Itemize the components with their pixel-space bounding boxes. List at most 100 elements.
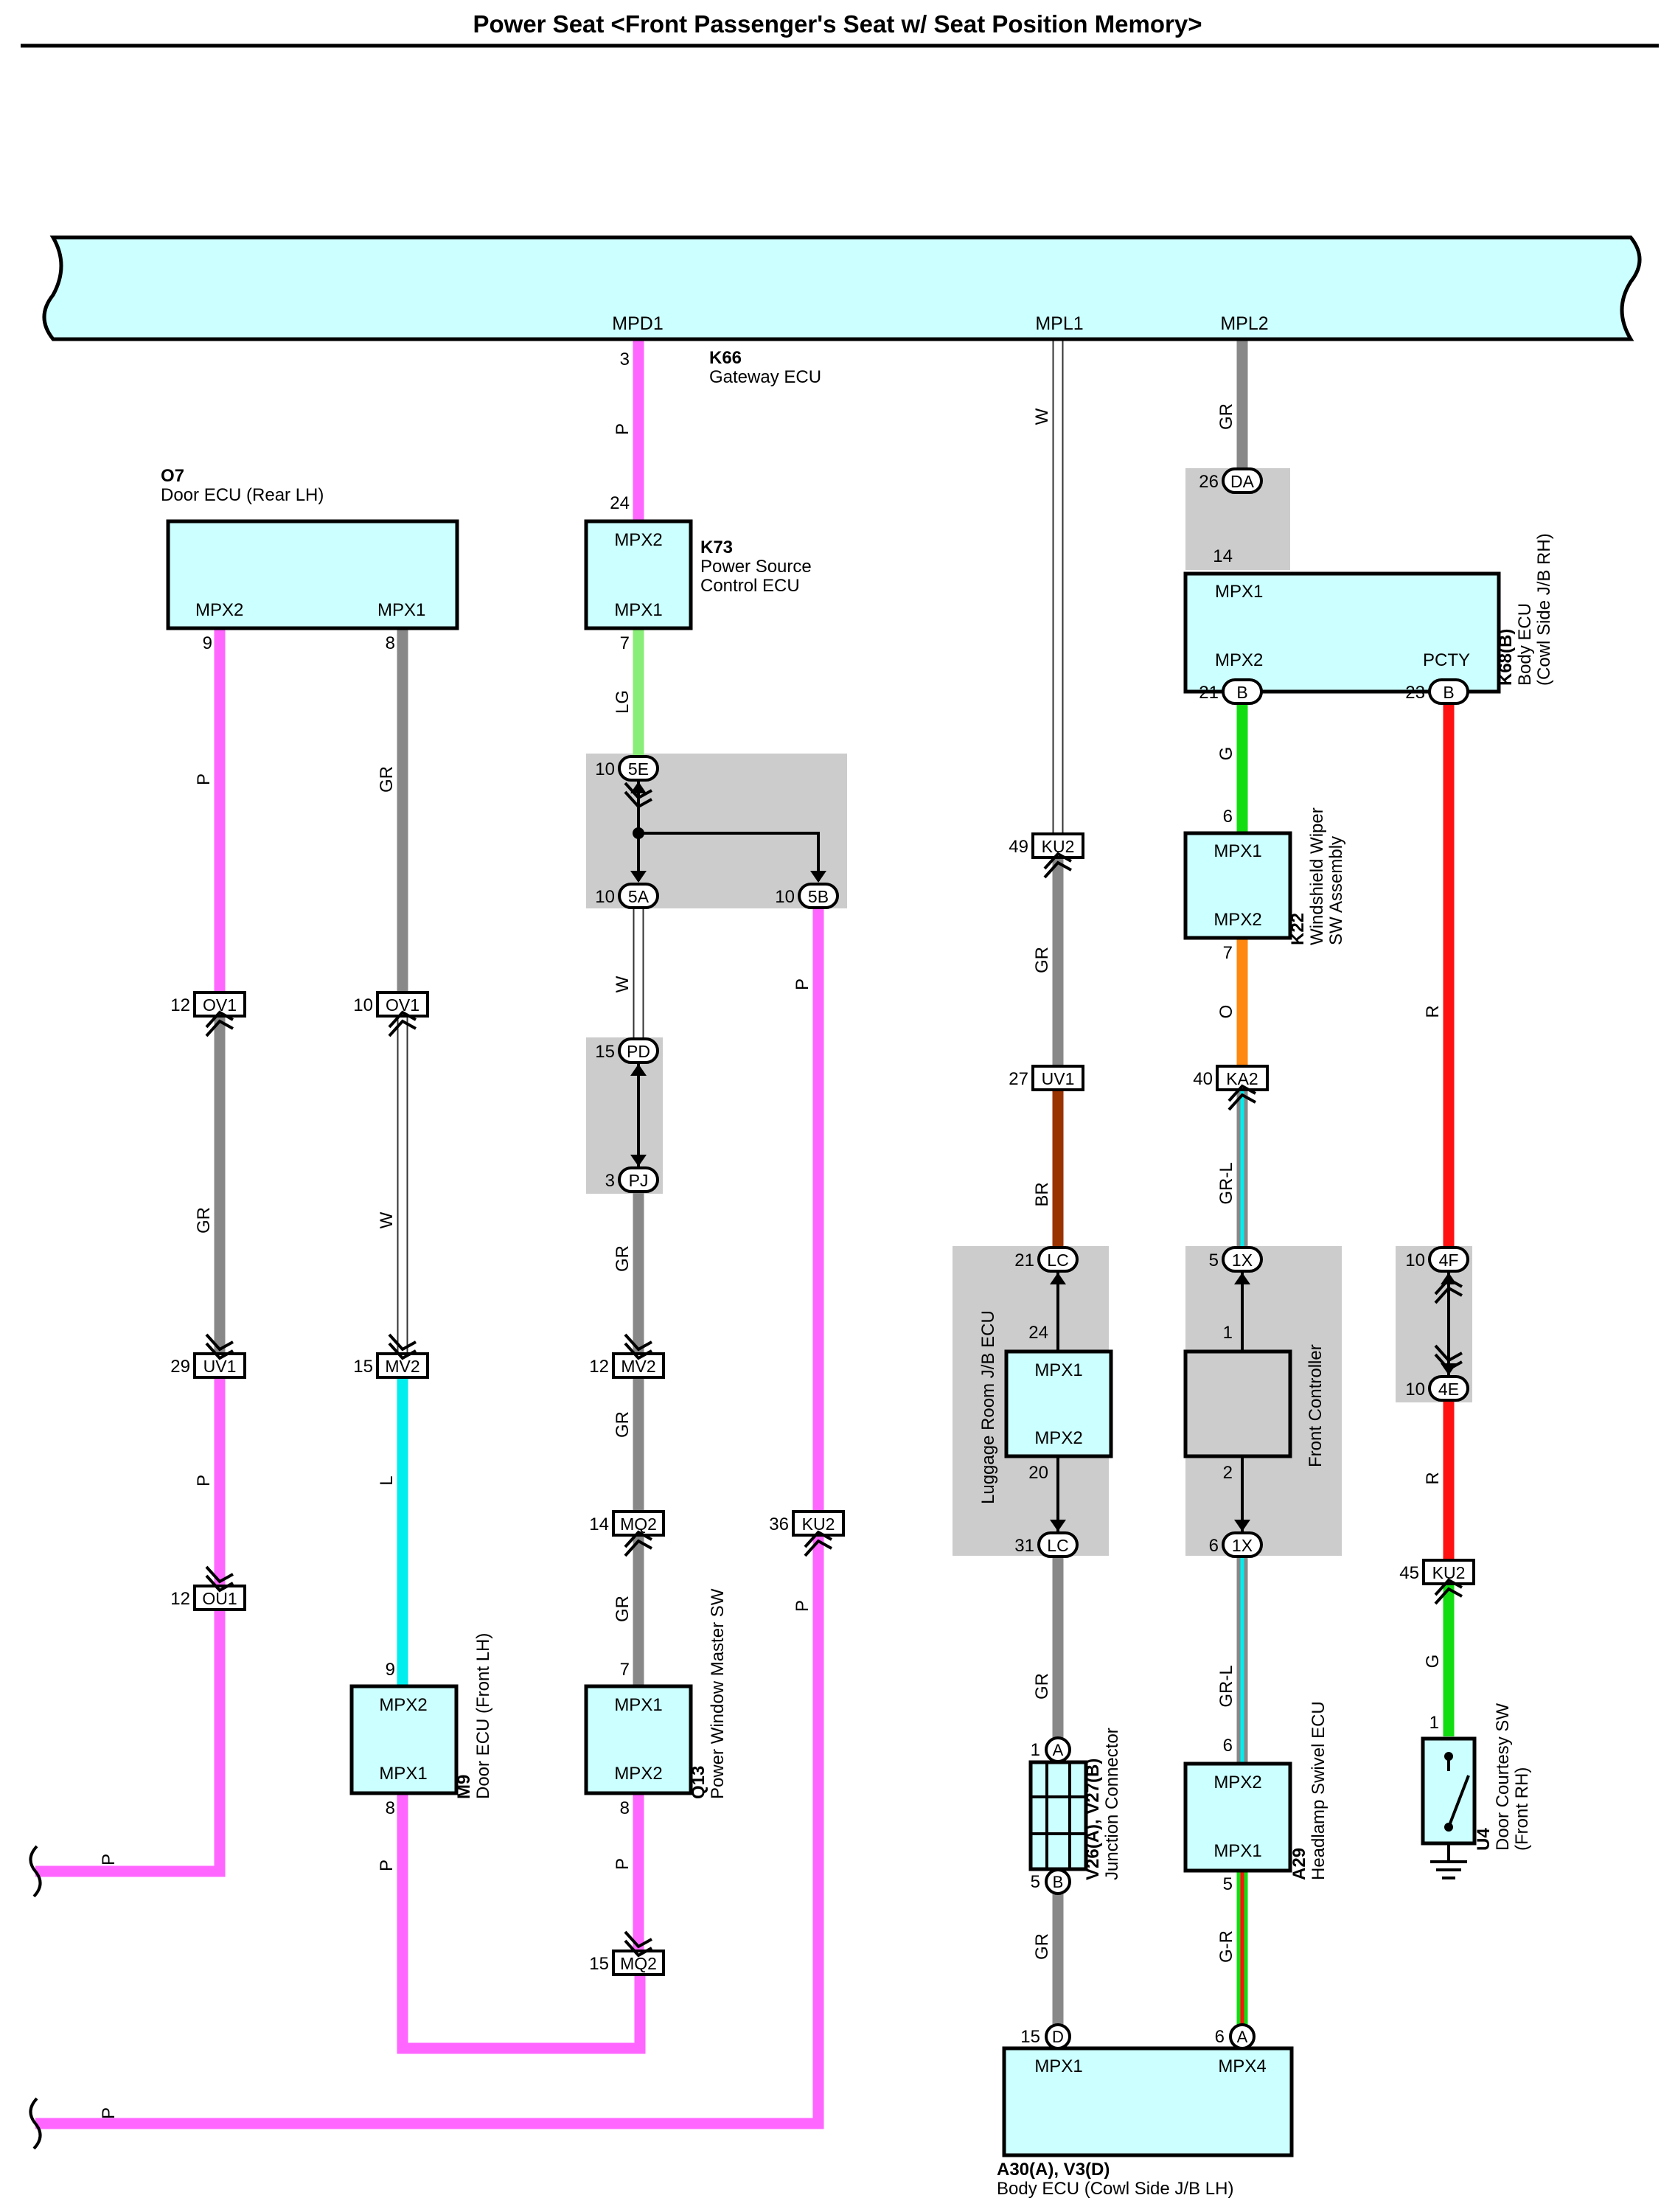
wire-color-label: GR [613, 1245, 633, 1272]
connector-arrow-icon [810, 871, 826, 883]
connector-arrow-icon [624, 790, 652, 809]
pin-number: 23 [1405, 683, 1425, 703]
connector-code: 4F [1439, 1251, 1459, 1270]
wire-color-label: P [194, 773, 214, 785]
connector-arrow-icon [1234, 1273, 1250, 1284]
connector-arrow-icon [388, 1010, 417, 1029]
connector-oval [618, 883, 659, 909]
connector-arrow-icon [205, 1565, 234, 1584]
pin-number: 5 [1209, 1251, 1219, 1270]
component-label: (Cowl Side J/B RH) [1534, 533, 1554, 686]
connector-arrow-icon [1043, 860, 1072, 879]
wire-color-label: O [1216, 1005, 1236, 1019]
connector-code: B [1443, 683, 1454, 702]
component-label: (Front RH) [1512, 1767, 1532, 1851]
wire-color-label: G-R [1216, 1930, 1236, 1963]
gateway-bus [42, 235, 1642, 341]
pin-number: 10 [1405, 1251, 1425, 1270]
connector-arrow-icon [1434, 1344, 1463, 1363]
pin-number: 20 [1028, 1463, 1048, 1483]
wire-color-label: GR [1216, 403, 1236, 430]
component-label: Door ECU (Front LH) [473, 1633, 493, 1799]
connector-arrow-icon [205, 1333, 234, 1352]
wire-color-label: L [377, 1475, 397, 1485]
pin-number: 31 [1014, 1536, 1034, 1556]
connector-code: KU2 [802, 1514, 835, 1534]
connector-circle [1045, 2023, 1071, 2050]
connector-circle [1045, 1868, 1071, 1895]
connector-arrow-icon [630, 871, 647, 883]
component-label: K73 [700, 538, 733, 557]
connector-code: MQ2 [620, 1514, 657, 1534]
pin-number: 10 [353, 995, 373, 1015]
connector-arrow-icon [1434, 1587, 1463, 1605]
component-pin: MPX2 [195, 600, 243, 620]
connector-arrow-icon [388, 1342, 417, 1360]
wire-w-ou1-left [35, 1604, 226, 1877]
connector-arrow-icon [1050, 1520, 1066, 1531]
component-pin: MPX1 [1034, 1360, 1082, 1380]
pin-number: 27 [1009, 1069, 1028, 1089]
connector-code: MV2 [385, 1357, 419, 1376]
wire-color-label: W [377, 1211, 397, 1228]
connector-code: KA2 [1226, 1069, 1258, 1088]
connector-code: MV2 [621, 1357, 655, 1376]
connector-arrow-icon [624, 1539, 652, 1557]
wire-color-label: P [194, 1475, 214, 1486]
component-label: Junction Connector [1102, 1728, 1122, 1880]
pin-number: 7 [620, 1660, 630, 1680]
component-label: V26(A), V27(B) [1083, 1759, 1103, 1880]
connector-arrow-icon [624, 1342, 652, 1360]
box-K68 [1183, 571, 1501, 694]
component-pin: MPX2 [1034, 1428, 1082, 1448]
pin-number: 15 [1020, 2027, 1040, 2047]
wire-color-label: G [1423, 1655, 1443, 1669]
internal-line [638, 832, 820, 881]
box-K73 [584, 519, 693, 630]
component-label: K68(B) [1496, 629, 1516, 686]
connector-code: DA [1230, 472, 1255, 491]
pin-number: 29 [170, 1357, 190, 1377]
connector-arrow-icon [1050, 1273, 1066, 1284]
connector-oval [1222, 678, 1263, 705]
connector-oval [1222, 467, 1263, 494]
pin-number: 40 [1193, 1069, 1213, 1089]
box-Q13 [584, 1684, 693, 1795]
pin-number: 21 [1014, 1251, 1034, 1270]
component-pin: MPX1 [1034, 2056, 1082, 2076]
pin-number: 6 [1223, 1736, 1233, 1756]
wire-color-label: G [1216, 747, 1236, 761]
pin-number: 8 [620, 1798, 630, 1818]
component-pin: MPX1 [1213, 841, 1261, 861]
connector-arrow-icon [205, 1574, 234, 1593]
wire-color-label: GR [1032, 1673, 1052, 1700]
bus-pin: MPL2 [1220, 313, 1268, 334]
connector-oval [1037, 1531, 1079, 1558]
pin-number: 6 [1223, 807, 1233, 827]
pin-number: 6 [1209, 1536, 1219, 1556]
connector-arrow-icon [1227, 1093, 1256, 1111]
connector-arrow-icon [388, 1333, 417, 1352]
connector-arrow-icon [1234, 1520, 1250, 1531]
connector-arrow-icon [1043, 852, 1072, 870]
connector-arrow-icon [804, 1539, 832, 1557]
connector-code: D [1052, 2028, 1064, 2046]
connector-code: KU2 [1432, 1563, 1466, 1582]
box-M9 [349, 1684, 459, 1795]
connector-oval [618, 1166, 659, 1193]
component-pin: MPX2 [1213, 1773, 1261, 1792]
component-label: Body ECU [1515, 603, 1535, 686]
wire-color-label: GR-L [1216, 1162, 1236, 1204]
connector-code: OV1 [203, 995, 237, 1015]
component-label: SW Assembly [1326, 836, 1346, 945]
connector-circle [1045, 1736, 1071, 1763]
connector-code: A [1053, 1741, 1064, 1759]
pin-number: 15 [353, 1357, 373, 1377]
component-pin: MPX2 [1213, 910, 1261, 930]
pin-number: 8 [386, 633, 395, 653]
pin-number: 45 [1399, 1563, 1419, 1583]
connector-arrow-icon [205, 1019, 234, 1037]
component-label: A30(A), V3(D) [997, 2160, 1110, 2180]
component-label: K22 [1288, 913, 1308, 945]
connector-arrow-icon [1434, 1353, 1463, 1371]
